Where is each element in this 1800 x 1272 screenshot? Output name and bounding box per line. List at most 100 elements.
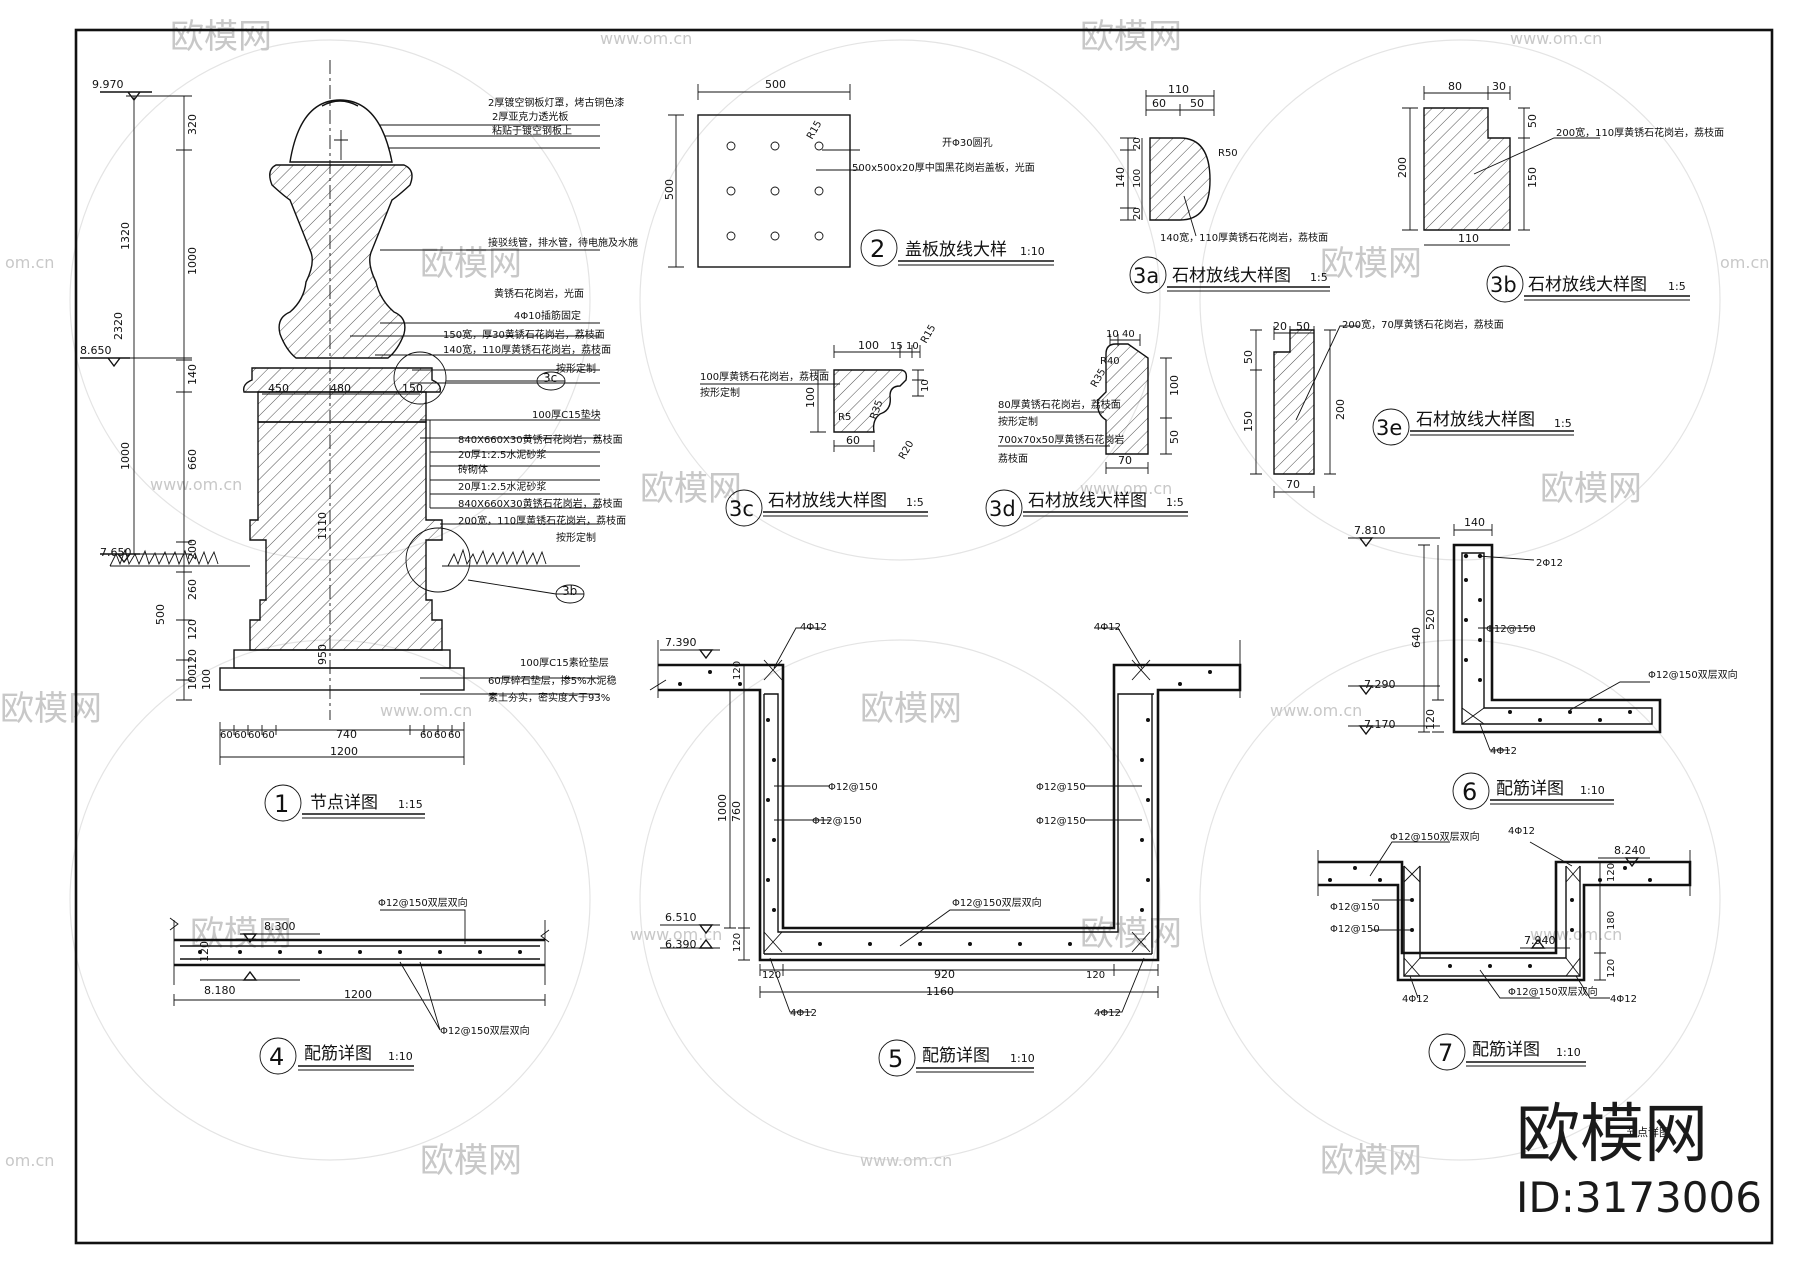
dim: 60 bbox=[846, 434, 860, 447]
callout-circle bbox=[393, 351, 447, 405]
detail-scale: 1:5 bbox=[1166, 496, 1184, 509]
hole-grid bbox=[726, 141, 824, 241]
dim-h: 60 bbox=[248, 730, 261, 741]
cover-plate bbox=[697, 114, 851, 268]
watermark-site: www.om.cn bbox=[630, 925, 722, 944]
detail-number: 4 bbox=[269, 1043, 284, 1071]
note: 按形定制 bbox=[556, 362, 596, 375]
note: Φ12@150 bbox=[1486, 624, 1536, 635]
note: Φ12@150 bbox=[1330, 924, 1380, 935]
detail-title-text: 配筋详图 bbox=[922, 1046, 990, 1066]
note: 按形定制 bbox=[998, 415, 1038, 428]
detail-number: 1 bbox=[274, 790, 289, 818]
rebar-dots bbox=[1463, 553, 1632, 722]
watermark-brand: 欧模网 bbox=[170, 17, 272, 57]
dim-h: 1110 bbox=[316, 512, 329, 540]
c15-block bbox=[257, 391, 427, 423]
detail-title: 3c 石材放线大样图 1:5 bbox=[725, 489, 928, 527]
detail-title-text: 配筋详图 bbox=[1472, 1040, 1540, 1060]
detail-number: 6 bbox=[1462, 778, 1477, 806]
detail-number: 7 bbox=[1438, 1039, 1453, 1067]
note: 素土夯实，密实度大于93% bbox=[488, 691, 610, 704]
dim-h: 60 bbox=[262, 730, 275, 741]
dim: 640 bbox=[1410, 627, 1423, 648]
detail-number: 2 bbox=[870, 235, 885, 263]
note: Φ12@150双层双向 bbox=[1648, 668, 1738, 681]
dim: 50 bbox=[1168, 430, 1181, 444]
dim: 140 bbox=[1464, 516, 1485, 529]
detail-title-text: 盖板放线大样 bbox=[905, 240, 1007, 260]
dim: R15 bbox=[919, 323, 938, 346]
dim: 200 bbox=[1334, 399, 1347, 420]
watermark-brand: 欧模网 bbox=[640, 469, 742, 509]
detail-1: 9.970 8.650 7.650 1320 1000 2320 320 100… bbox=[80, 60, 638, 822]
detail-2: 500 500 R15 开Φ30圆孔 500x500x20厚中国黑花岗岩盖板，光… bbox=[663, 78, 1054, 268]
note: 840X660X30黄锈石花岗岩，荔枝面 bbox=[458, 497, 623, 510]
note: 100厚黄锈石花岗岩，荔枝面 bbox=[700, 370, 829, 383]
dim-h: 740 bbox=[336, 728, 357, 741]
c15-cushion bbox=[233, 649, 451, 669]
note: 开Φ30圆孔 bbox=[942, 137, 993, 149]
note: Φ12@150双层双向 bbox=[952, 896, 1042, 909]
level: 6.510 bbox=[665, 911, 697, 924]
detail-3e: 20 50 50 150 200 70 200宽，70厚黄锈石花岗岩，荔枝面 3… bbox=[1242, 318, 1574, 498]
rebar-dots bbox=[1328, 866, 1652, 968]
dim: 100 bbox=[858, 339, 879, 352]
detail-scale: 1:5 bbox=[1554, 417, 1572, 430]
note-leaders bbox=[350, 124, 600, 695]
detail-scale: 1:15 bbox=[398, 798, 423, 811]
dim: 180 bbox=[1606, 911, 1617, 930]
detail-number: 5 bbox=[888, 1045, 903, 1073]
watermark-brand: 欧模网 bbox=[1540, 469, 1642, 509]
detail-title: 2 盖板放线大样 1:10 bbox=[860, 229, 1054, 267]
detail-title: 6 配筋详图 1:10 bbox=[1452, 772, 1614, 810]
watermark-site: www.om.cn bbox=[1080, 479, 1172, 498]
svg-text:7.650: 7.650 bbox=[100, 546, 132, 559]
detail-3b: 80 30 50 150 200 110 200宽，110厚黄锈石花岗岩，荔枝面… bbox=[1396, 80, 1724, 303]
detail-title-text: 配筋详图 bbox=[1496, 779, 1564, 799]
watermark-brand: 欧模网 bbox=[1320, 1141, 1422, 1181]
dim: 760 bbox=[730, 801, 743, 822]
dim-inner: 660 bbox=[186, 449, 199, 470]
watermark-site: www.om.cn bbox=[150, 475, 242, 494]
note: 4Φ12 bbox=[1094, 1008, 1121, 1019]
sheet-label: 节点详图 bbox=[1626, 1125, 1670, 1139]
dim: 520 bbox=[1424, 609, 1437, 630]
dim: 20 bbox=[1132, 137, 1143, 150]
note: 2Φ12 bbox=[1536, 558, 1563, 569]
watermark-site-short: om.cn bbox=[5, 1151, 54, 1170]
dim: 110 bbox=[1168, 83, 1189, 96]
detail-4: 8.300 8.180 120 1200 Φ12@150双层双向 Φ12@150… bbox=[169, 896, 550, 1075]
callout-tag: 3c bbox=[446, 371, 566, 391]
dim: 30 bbox=[1492, 80, 1506, 93]
detail-scale: 1:10 bbox=[1580, 784, 1605, 797]
note: 2厚镀空钢板灯罩，烤古铜色漆 bbox=[488, 96, 624, 109]
note: 4Φ12 bbox=[1402, 994, 1429, 1005]
watermark-site-short: om.cn bbox=[1720, 253, 1769, 272]
note: 砖砌体 bbox=[458, 463, 488, 476]
detail-number: 3b bbox=[1490, 273, 1517, 297]
note: 200宽，70厚黄锈石花岗岩，荔枝面 bbox=[1342, 318, 1504, 331]
dim: 50 bbox=[1190, 97, 1204, 110]
detail-3a: 110 60 50 20 100 20 140 R50 140宽，110厚黄锈石… bbox=[1114, 83, 1330, 294]
detail-title: 4 配筋详图 1:10 bbox=[259, 1037, 414, 1075]
note: 140宽，110厚黄锈石花岗岩，荔枝面 bbox=[1160, 231, 1328, 244]
dim: 50 bbox=[1242, 350, 1255, 364]
dim-h: 150 bbox=[402, 382, 423, 395]
note: 700x70x50厚黄锈石花岗岩 bbox=[998, 433, 1124, 446]
detail-title: 3d 石材放线大样图 1:5 bbox=[985, 489, 1188, 527]
level: 7.170 bbox=[1364, 718, 1396, 731]
note: 840X660X30黄锈石花岗岩，荔枝面 bbox=[458, 433, 623, 446]
detail-5: 7.390 6.510 6.390 120 1000 760 120 120 9… bbox=[649, 622, 1242, 1077]
detail-7: 8.240 7.940 120 180 120 Φ12@150双层双向 4Φ12… bbox=[1317, 826, 1692, 1071]
lamp-dome bbox=[289, 99, 393, 163]
dim: 120 bbox=[198, 941, 211, 962]
note: 4Φ12 bbox=[800, 622, 827, 633]
note: Φ12@150双层双向 bbox=[378, 896, 468, 909]
svg-text:3b: 3b bbox=[562, 584, 577, 598]
dim: 100 bbox=[1168, 375, 1181, 396]
note: Φ12@150 bbox=[1036, 816, 1086, 827]
detail-title-text: 节点详图 bbox=[310, 793, 378, 813]
level: 7.390 bbox=[665, 636, 697, 649]
detail-3d: 10 40 R40 R35 100 50 70 80厚黄锈石花岗岩，荔枝面 按形… bbox=[985, 329, 1188, 527]
